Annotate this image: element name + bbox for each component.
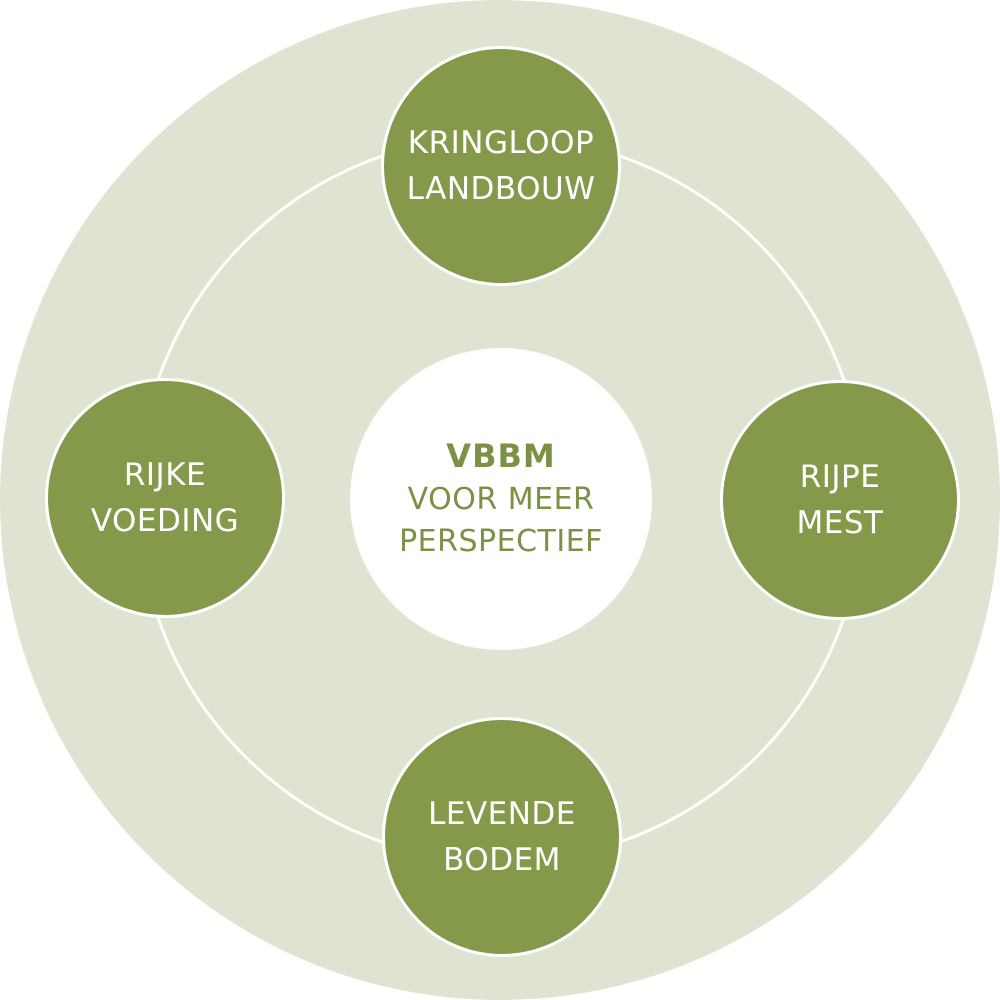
node-levende-bodem: LEVENDE BODEM	[382, 717, 622, 957]
center-subtitle-line2: PERSPECTIEF	[399, 524, 603, 559]
node-kringloop-landbouw: KRINGLOOP LANDBOUW	[381, 46, 621, 286]
center-title: VBBM	[446, 437, 556, 475]
node-rijpe-mest: RIJPE MEST	[720, 380, 960, 620]
node-label-line1: RIJKE	[123, 457, 207, 493]
center-circle: VBBM VOOR MEER PERSPECTIEF	[350, 348, 652, 650]
node-rijke-voeding: RIJKE VOEDING	[45, 378, 285, 618]
node-label-line1: LEVENDE	[428, 796, 576, 832]
node-label-line2: LANDBOUW	[406, 171, 596, 207]
node-label-line2: BODEM	[443, 842, 561, 878]
center-subtitle-line1: VOOR MEER	[407, 482, 595, 517]
node-label-line2: VOEDING	[90, 503, 240, 539]
node-label-line2: MEST	[796, 505, 884, 541]
node-label-line1: RIJPE	[799, 459, 881, 495]
node-label-line1: KRINGLOOP	[407, 125, 595, 161]
